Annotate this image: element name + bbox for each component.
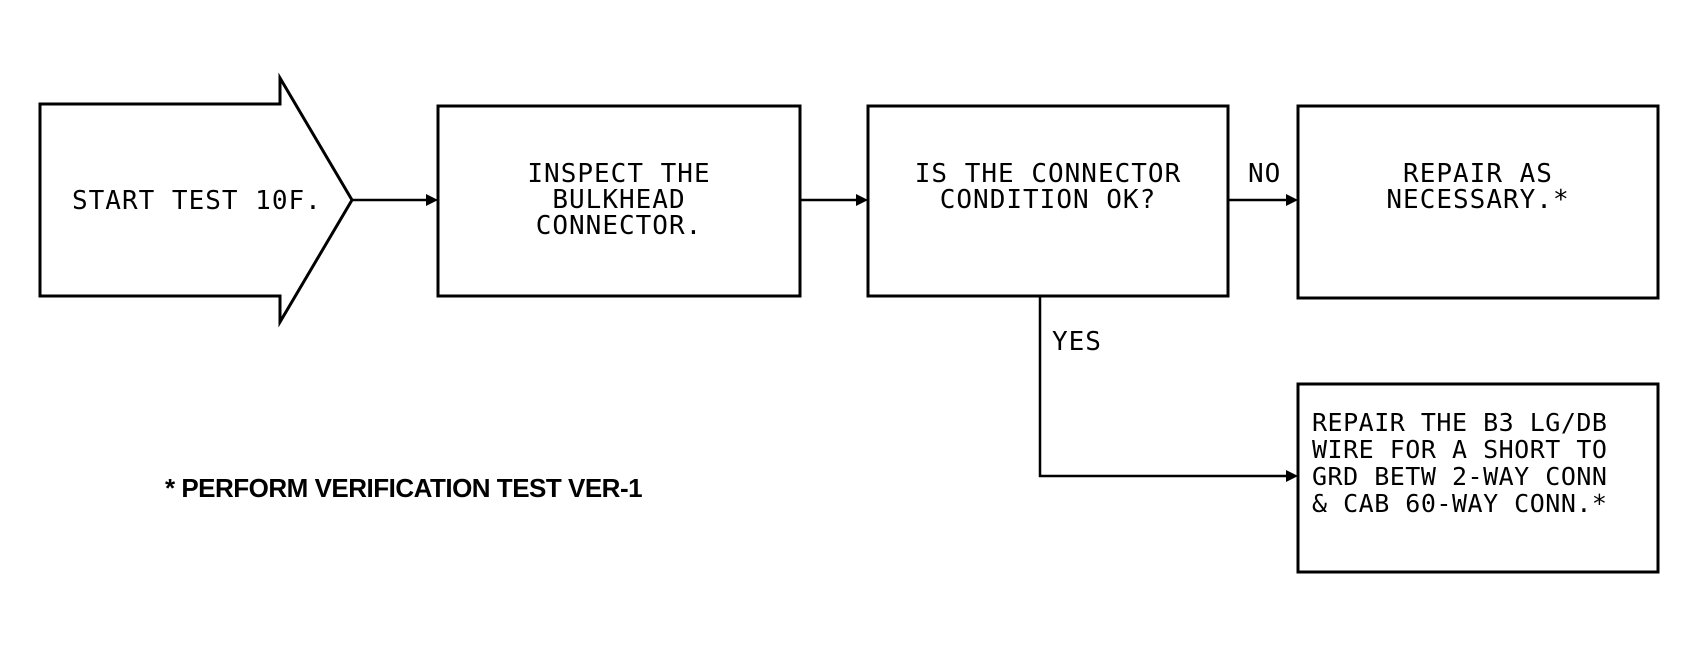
inspect-label-line-3: CONNECTOR. <box>536 211 703 241</box>
arrowhead <box>856 194 868 206</box>
repair-wire-node: REPAIR THE B3 LG/DB WIRE FOR A SHORT TO … <box>1296 382 1660 574</box>
inspect-label-line-2: BULKHEAD <box>552 185 685 215</box>
edge-inspect-to-decision <box>800 194 868 206</box>
edge-yes: YES <box>1038 296 1298 482</box>
repair-wire-line-3: GRD BETW 2-WAY CONN <box>1312 462 1607 491</box>
repair-wire-line-1: REPAIR THE B3 LG/DB <box>1312 408 1607 437</box>
repair-as-necessary-box <box>1296 104 1660 300</box>
edge-no: NO <box>1228 159 1298 206</box>
repair-wire-line-4: & CAB 60-WAY CONN.* <box>1312 489 1607 518</box>
start-label: START TEST 10F. <box>72 186 322 216</box>
repair-as-necessary-node: REPAIR AS NECESSARY.* <box>1296 104 1660 300</box>
edge-start-to-inspect <box>352 194 438 206</box>
no-label: NO <box>1248 159 1281 189</box>
inspect-node: INSPECT THE BULKHEAD CONNECTOR. <box>436 104 802 298</box>
decision-box <box>866 104 1230 298</box>
arrowhead <box>426 194 438 206</box>
arrowhead <box>1286 194 1298 206</box>
repair-as-necessary-line-2: NECESSARY.* <box>1386 185 1569 215</box>
repair-wire-line-2: WIRE FOR A SHORT TO <box>1312 435 1607 464</box>
arrowhead <box>1286 470 1298 482</box>
yes-label: YES <box>1052 327 1102 357</box>
repair-wire-box <box>1296 382 1660 574</box>
repair-as-necessary-line-1: REPAIR AS <box>1403 159 1553 189</box>
decision-node: IS THE CONNECTOR CONDITION OK? <box>866 104 1230 298</box>
footnote: * PERFORM VERIFICATION TEST VER-1 <box>165 473 642 503</box>
decision-label-line-1: IS THE CONNECTOR <box>915 159 1181 189</box>
connector-line <box>1038 296 1290 478</box>
inspect-box <box>436 104 802 298</box>
inspect-label-line-1: INSPECT THE <box>527 159 710 189</box>
start-node: START TEST 10F. <box>38 72 354 328</box>
decision-label-line-2: CONDITION OK? <box>940 185 1157 215</box>
start-arrow-shape <box>38 72 354 328</box>
